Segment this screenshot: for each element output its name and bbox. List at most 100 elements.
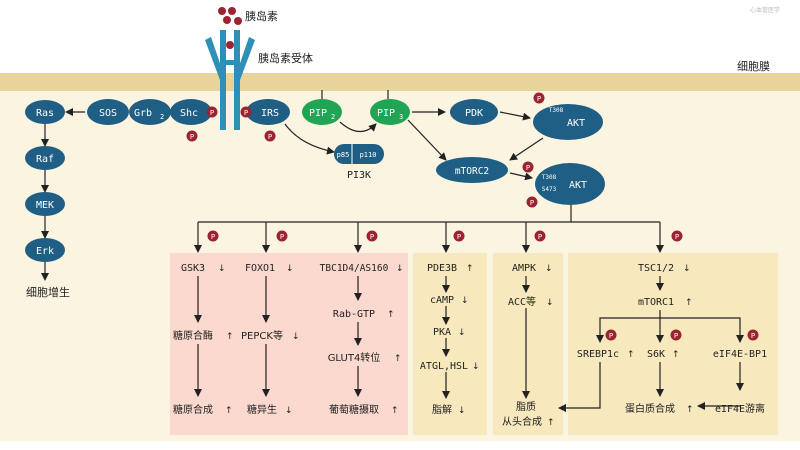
- svg-text:AKT: AKT: [567, 118, 585, 129]
- phospho-icon: P: [366, 230, 378, 242]
- ampk-box: [493, 253, 563, 435]
- down-arrow-icon: ↓: [396, 264, 404, 274]
- svg-text:T308: T308: [549, 107, 564, 114]
- lipid-label: 脂质: [516, 400, 536, 413]
- svg-text:P: P: [210, 109, 214, 117]
- down-arrow-icon: ↓: [546, 298, 554, 308]
- insulin-label: 胰岛素: [245, 9, 278, 23]
- svg-text:P: P: [211, 233, 215, 241]
- insulin-receptor: [205, 30, 255, 130]
- tsc-box: [568, 253, 778, 435]
- atgl-hsl-label: ATGL,HSL: [420, 361, 468, 372]
- up-arrow-icon: ↑: [391, 406, 399, 416]
- gsk3-label: GSK3: [181, 263, 205, 274]
- lipolysis-label: 脂解: [432, 403, 452, 416]
- cell-proliferation-label: 细胞增生: [26, 285, 70, 299]
- svg-text:3: 3: [399, 113, 403, 121]
- up-arrow-icon: ↑: [672, 350, 680, 360]
- tsc-texts: TSC1/2 ↓ mTORC1 ↑ SREBP1c ↑ S6K ↑ eIF4E-…: [577, 263, 767, 415]
- ampk-texts: AMPK ↓ ACC等 ↓ 脂质 从头合成 ↑: [502, 263, 555, 428]
- phospho-icon: P: [670, 329, 682, 341]
- watermark: 心血管医学: [750, 6, 780, 14]
- up-arrow-icon: ↑: [466, 264, 474, 274]
- pdk-node: PDK: [450, 99, 498, 125]
- up-arrow-icon: ↑: [627, 350, 635, 360]
- pepck-label: PEPCK等: [241, 329, 283, 342]
- foxo1-label: FOXO1: [245, 263, 275, 274]
- svg-text:SOS: SOS: [99, 108, 117, 119]
- up-arrow-icon: ↑: [394, 354, 402, 364]
- svg-text:2: 2: [160, 113, 164, 121]
- phospho-icon: P: [533, 92, 545, 104]
- mek-node: MEK: [25, 192, 65, 216]
- pink-box-texts: GSK3 ↓ 糖原合酶 ↑ 糖原合成 ↑ FOXO1 ↓ PEPCK等 ↓ 糖异…: [173, 263, 404, 416]
- rab-gtp-label: Rab-GTP: [333, 309, 375, 320]
- up-arrow-icon: ↑: [686, 405, 694, 415]
- down-arrow-icon: ↓: [292, 332, 300, 342]
- pi3k-complex: p85 p110: [334, 144, 384, 164]
- up-arrow-icon: ↑: [226, 332, 234, 342]
- pde3b-box: [413, 253, 487, 435]
- gluconeogenesis-label: 糖异生: [247, 403, 277, 416]
- down-arrow-icon: ↓: [683, 264, 691, 274]
- phospho-icon: P: [240, 106, 252, 118]
- svg-text:IRS: IRS: [261, 108, 279, 119]
- sos-node: SOS: [87, 99, 129, 125]
- svg-text:P: P: [457, 233, 461, 241]
- phospho-icon: P: [453, 230, 465, 242]
- svg-text:P: P: [244, 109, 248, 117]
- cell-membrane: [0, 73, 800, 91]
- insulin-molecule: [218, 7, 242, 49]
- eif4e-bp1-label: eIF4E-BP1: [713, 349, 767, 360]
- pde3b-label: PDE3B: [427, 263, 457, 274]
- phospho-icon: P: [522, 161, 534, 173]
- ampk-label: AMPK: [512, 263, 536, 274]
- de-novo-synthesis-label: 从头合成: [502, 415, 542, 428]
- down-arrow-icon: ↓: [461, 296, 469, 306]
- svg-text:P: P: [530, 199, 534, 207]
- pde3b-texts: PDE3B ↑ cAMP ↓ PKA ↓ ATGL,HSL ↓ 脂解 ↓: [420, 263, 480, 416]
- grb2-node: Grb 2: [129, 99, 171, 125]
- s6k-label: S6K: [647, 349, 665, 360]
- svg-text:Erk: Erk: [36, 246, 54, 257]
- connector-lines: [41, 90, 744, 412]
- down-arrow-icon: ↓: [458, 328, 466, 338]
- svg-text:Grb: Grb: [134, 108, 152, 119]
- svg-text:Raf: Raf: [36, 154, 54, 165]
- mtorc1-label: mTORC1: [638, 297, 674, 308]
- up-arrow-icon: ↑: [387, 310, 395, 320]
- up-arrow-icon: ↑: [685, 298, 693, 308]
- svg-text:P: P: [751, 332, 755, 340]
- pip3-node: PIP 3: [370, 99, 410, 125]
- svg-text:P: P: [675, 233, 679, 241]
- erk-node: Erk: [25, 238, 65, 262]
- phospho-markers: P P P P P P P P P P P P P P P P: [186, 92, 759, 341]
- svg-text:Shc: Shc: [180, 108, 198, 119]
- svg-text:P: P: [537, 95, 541, 103]
- glycogen-synthesis-label: 糖原合成: [173, 403, 213, 416]
- svg-text:P: P: [538, 233, 542, 241]
- up-arrow-icon: ↑: [547, 418, 555, 428]
- svg-text:P: P: [190, 133, 194, 141]
- svg-text:P: P: [280, 233, 284, 241]
- phospho-icon: P: [671, 230, 683, 242]
- srebp1c-label: SREBP1c: [577, 349, 619, 360]
- phospho-icon: P: [747, 329, 759, 341]
- phospho-icon: P: [605, 329, 617, 341]
- svg-text:P: P: [526, 164, 530, 172]
- svg-text:PDK: PDK: [465, 108, 483, 119]
- svg-text:AKT: AKT: [569, 180, 587, 191]
- svg-text:p85: p85: [337, 151, 350, 159]
- down-arrow-icon: ↓: [545, 264, 553, 274]
- down-arrow-icon: ↓: [472, 362, 480, 372]
- down-arrow-icon: ↓: [458, 406, 466, 416]
- svg-text:MEK: MEK: [36, 200, 54, 211]
- svg-text:mTORC2: mTORC2: [455, 166, 489, 177]
- svg-text:P: P: [370, 233, 374, 241]
- phospho-icon: P: [207, 230, 219, 242]
- down-arrow-icon: ↓: [285, 406, 293, 416]
- acc-label: ACC等: [508, 295, 536, 308]
- pka-label: PKA: [433, 327, 451, 338]
- down-arrow-icon: ↓: [286, 264, 294, 274]
